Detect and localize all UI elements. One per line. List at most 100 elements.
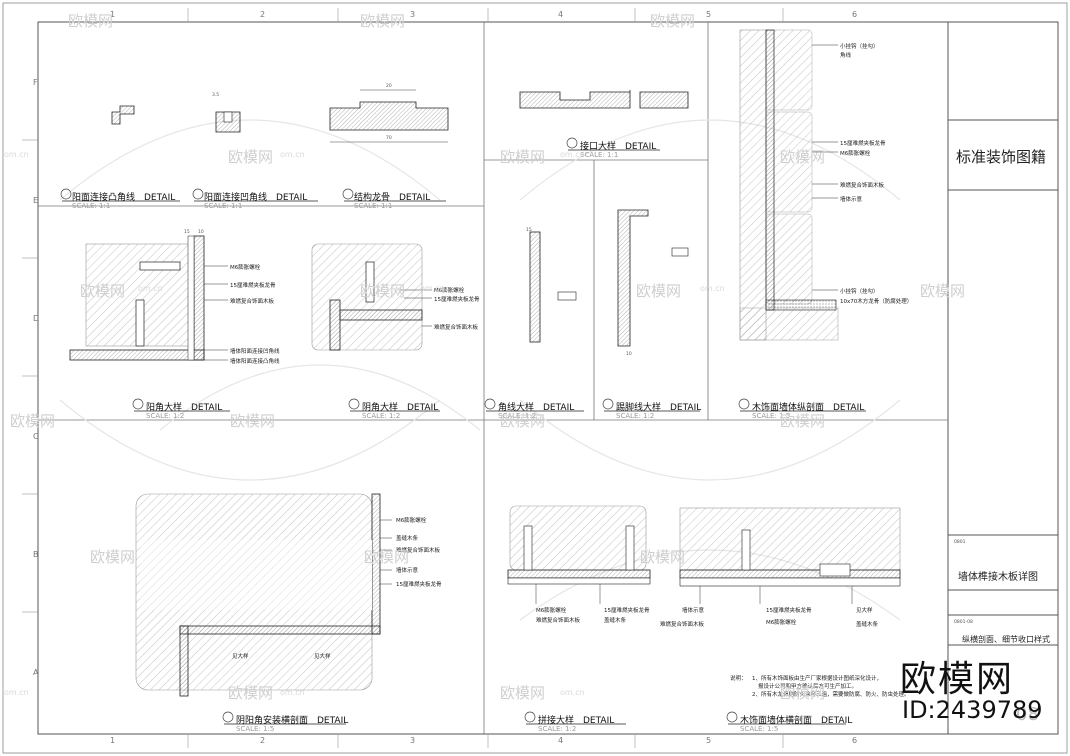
watermark-text: 欧模网 [500, 412, 546, 430]
grid-col-6: 6 [852, 10, 858, 19]
note-j-wall: 墙体示意 [396, 568, 419, 574]
detail-e-drawing [69, 235, 205, 361]
detail-c-scale: SCALE: 1:1 [354, 202, 393, 210]
notes-line-2: 报设计公司和甲方确认后方可生产加工。 [758, 684, 858, 690]
watermark-arcs [59, 119, 901, 621]
grid-col-4-bottom: 4 [558, 736, 564, 745]
note-e-ply: 15厘难燃夹板龙骨 [230, 283, 276, 289]
detail-k-title: 拼接大样 DETAIL [538, 716, 615, 726]
note-i-hook2: 小挂钩（挂勾） [840, 289, 879, 295]
note-j-strip: 盖缝木条 [396, 536, 419, 542]
grid-row-b: B [33, 550, 39, 559]
grid-col-3: 3 [410, 10, 416, 19]
grid-row-f: F [33, 78, 38, 87]
watermark-text: 欧模网 [364, 548, 410, 566]
detail-a-profile [111, 105, 135, 125]
watermark-text: 欧模网 [230, 412, 276, 430]
note-j-see: 见大样 [232, 654, 249, 660]
dim-e-b: 10 [198, 230, 204, 235]
detail-g-drawing [529, 231, 577, 343]
detail-f-title: 阴角大样 DETAIL [362, 403, 439, 413]
grid-row-e: E [33, 196, 39, 205]
detail-i-title: 木饰面墙体纵剖面 DETAIL [752, 403, 865, 413]
watermark-text: 欧模网 [500, 148, 546, 166]
watermark-domain: om.cn [560, 688, 585, 697]
watermark-text: 欧模网 [920, 282, 966, 300]
watermark-domain: om.cn [700, 284, 725, 293]
detail-c-profile [329, 89, 449, 143]
grid-col-3-bottom: 3 [410, 736, 416, 745]
detail-j-drawing [135, 493, 381, 697]
note-l-see: 见大样 [856, 608, 873, 614]
grid-col-2: 2 [260, 10, 266, 19]
note-l-wall: 墙体示意 [682, 608, 705, 614]
watermark-text: 欧模网 [636, 282, 682, 300]
note-l-m6: M6膨胀螺栓 [766, 620, 797, 626]
note-e-m6: M6膨胀螺栓 [230, 265, 261, 271]
watermark-text: 欧模网 [780, 412, 826, 430]
title-block-frame [947, 21, 1059, 735]
note-f-ply: 15厘难燃夹板龙骨 [434, 297, 480, 303]
detail-i-drawing [739, 29, 839, 341]
titleblock-sheet-no: 08 [1016, 704, 1039, 725]
note-f-m6: M6膨胀螺栓 [434, 288, 465, 294]
grid-col-6-bottom: 6 [852, 736, 858, 745]
titleblock-header: 标准装饰图籍 [956, 148, 1047, 166]
watermark-text: 欧模网 [780, 684, 826, 702]
note-e-outer: 墙体阳面连接凸角线 [230, 359, 280, 365]
dim-c-total: 70 [386, 136, 392, 141]
dim-g-a: 15 [526, 228, 532, 233]
brand-id-text: ID:2439789 [902, 696, 1043, 724]
detail-a-scale: SCALE: 1:1 [72, 202, 111, 210]
detail-c-title: 结构龙骨 DETAIL [354, 193, 431, 203]
detail-h-title: 踢脚线大样 DETAIL [616, 403, 702, 413]
titleblock-sheet-label: 纵横剖面、细节收口样式 [962, 635, 1050, 644]
detail-f-drawing [311, 243, 423, 351]
note-i-m6: M6膨胀螺栓 [840, 151, 871, 157]
notes-label: 说明： [730, 676, 747, 682]
dim-c-top: 20 [386, 84, 392, 89]
watermark-text: 欧模网 [80, 282, 126, 300]
watermark-domain: om.cn [280, 150, 305, 159]
watermark-domain: om.cn [138, 284, 163, 293]
note-f-finish: 难燃复合饰面木板 [434, 325, 479, 331]
note-k-ply: 15厘难燃夹板龙骨 [604, 608, 650, 614]
detail-j-scale: SCALE: 1:5 [236, 725, 275, 733]
note-k-m6: M6膨胀螺栓 [536, 608, 567, 614]
note-e-finish: 难燃复合饰面木板 [230, 299, 275, 305]
leader-lines [204, 44, 853, 604]
detail-d-title: 接口大样 DETAIL [580, 142, 657, 152]
watermark-text: 欧模网 [228, 684, 274, 702]
detail-i-scale: SCALE: 1:5 [752, 412, 791, 420]
detail-a-title: 阳面连接凸角线 DETAIL [72, 193, 176, 203]
grid-col-4: 4 [558, 10, 564, 19]
watermark-domain: om.cn [280, 688, 305, 697]
watermark-domain: om.cn [560, 150, 585, 159]
watermark-text: 欧模网 [500, 684, 546, 702]
detail-h-scale: SCALE: 1:2 [616, 412, 655, 420]
detail-g-title: 角线大样 DETAIL [498, 403, 575, 413]
watermark-domain: om.cn [4, 150, 29, 159]
watermark-text: 欧模网 [90, 548, 136, 566]
grid-col-2-bottom: 2 [260, 736, 266, 745]
detail-e-scale: SCALE: 1:2 [146, 412, 185, 420]
watermark-text: 欧模网 [10, 412, 56, 430]
detail-j-title: 阴阳角安装横剖面 DETAIL [236, 716, 349, 726]
detail-d-scale: SCALE: 1:1 [580, 151, 619, 159]
watermark-text: 欧模网 [360, 282, 406, 300]
title-underlines [62, 149, 866, 725]
grid-col-1: 1 [110, 10, 116, 19]
detail-b-profile [215, 111, 241, 133]
watermark-text: 欧模网 [650, 12, 696, 30]
titleblock-drawing-name: 墙体榫接木板详图 [958, 572, 1038, 583]
note-j-ply: 15厘难燃夹板龙骨 [396, 582, 442, 588]
detail-g-scale: SCALE: 1:2 [498, 412, 537, 420]
titleblock-small-2: 0801-08 [954, 620, 973, 625]
detail-l-title: 木饰面墙体横剖面 DETAIL [740, 716, 853, 726]
note-l-finish: 难燃复合饰面木板 [660, 622, 705, 628]
note-k-finish: 难燃复合饰面木板 [536, 618, 581, 624]
detail-d-profile [519, 90, 689, 109]
note-k-strip: 盖缝木条 [604, 618, 627, 624]
